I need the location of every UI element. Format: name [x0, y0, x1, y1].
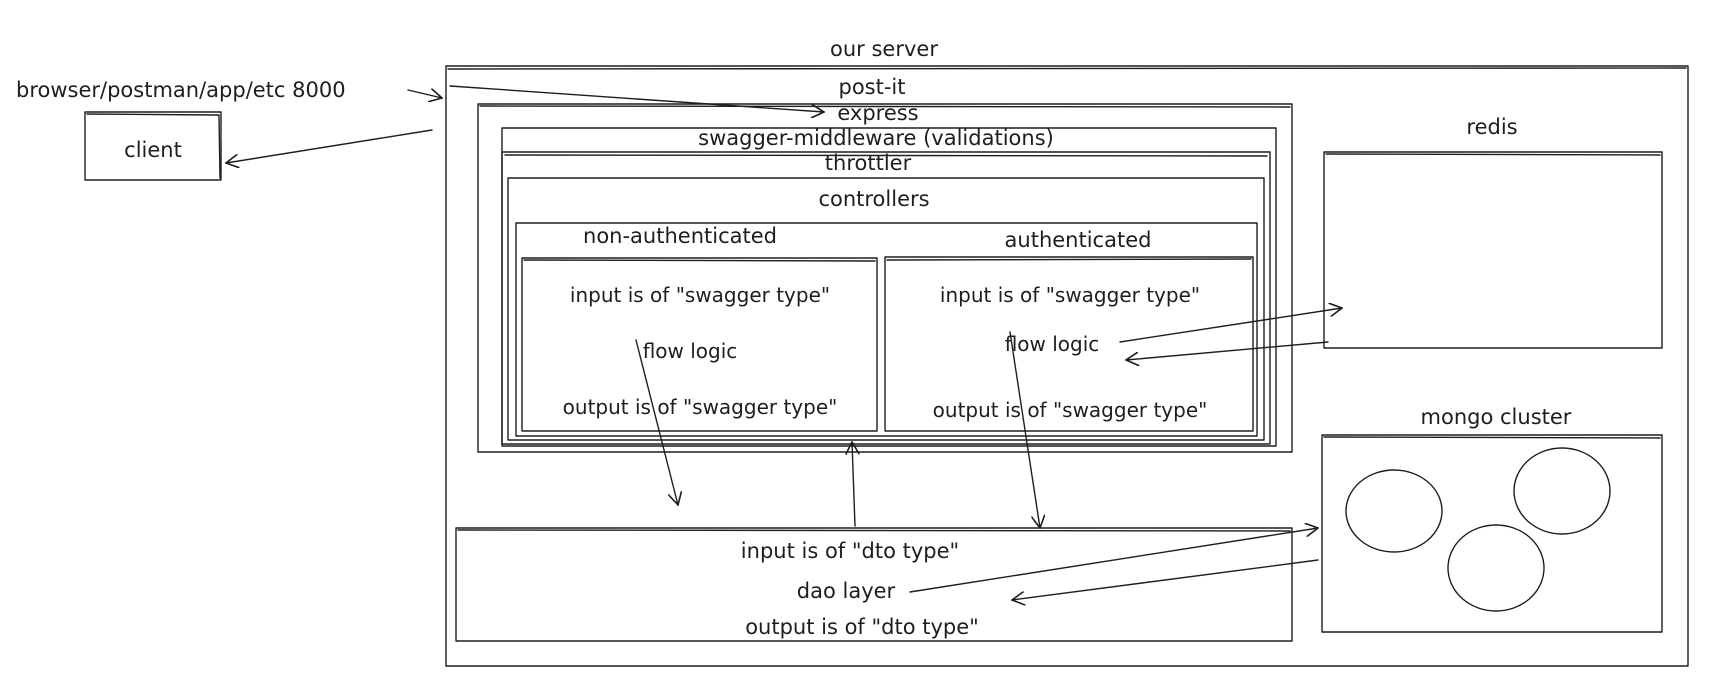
- nonauth-output-label: output is of "swagger type": [563, 395, 838, 419]
- our-server-label: our server: [830, 37, 938, 61]
- mongo-node-3: [1447, 524, 1545, 612]
- nonauth-flow-label: flow logic: [643, 339, 738, 363]
- controllers-box: [507, 177, 1265, 441]
- mongo-node-1: [1345, 469, 1443, 553]
- client-box: [84, 111, 222, 181]
- our-server-box: [445, 65, 1689, 667]
- dao-input-label: input is of "dto type": [741, 539, 959, 563]
- arrow-server-to-client: [226, 129, 433, 163]
- arrow-into-express: [449, 85, 824, 112]
- mongo-cluster-label: mongo cluster: [1421, 405, 1572, 429]
- redis-box: [1323, 151, 1663, 349]
- swagger-middleware-label: swagger-middleware (validations): [698, 126, 1054, 150]
- arrow-nonauth-flow-to-dao: [635, 339, 678, 505]
- controllers-label: controllers: [818, 187, 929, 211]
- authenticated-label: authenticated: [1005, 228, 1152, 252]
- mongo-cluster-box: [1321, 434, 1663, 633]
- arrow-redis-to-flow: [1126, 341, 1329, 360]
- source-label: browser/postman/app/etc 8000: [16, 78, 346, 102]
- express-label: express: [837, 101, 918, 125]
- arrow-flow-to-redis: [1119, 308, 1342, 343]
- non-authenticated-label: non-authenticated: [583, 224, 777, 248]
- nonauth-input-label: input is of "swagger type": [570, 283, 830, 307]
- dao-layer-label: dao layer: [797, 579, 896, 603]
- arrow-source-to-server: [407, 90, 442, 98]
- express-box: [477, 103, 1293, 453]
- arrow-mongo-to-dao: [1012, 559, 1319, 600]
- client-label: client: [124, 138, 182, 162]
- auth-flow-label: flow logic: [1005, 332, 1100, 356]
- dao-output-label: output is of "dto type": [745, 615, 979, 639]
- throttler-box: [501, 151, 1271, 445]
- arrow-dao-to-mongo: [909, 528, 1318, 593]
- auth-output-label: output is of "swagger type": [933, 398, 1208, 422]
- mongo-node-2: [1513, 447, 1611, 535]
- arrow-auth-flow-to-dao: [1009, 331, 1040, 528]
- throttler-label: throttler: [825, 151, 912, 175]
- arrow-dao-to-controllers: [852, 442, 855, 527]
- post-it-label: post-it: [839, 75, 906, 99]
- non-authenticated-box: [521, 257, 878, 432]
- routes-container-box: [515, 222, 1258, 437]
- authenticated-box: [884, 256, 1254, 432]
- dao-layer-box: [455, 527, 1293, 642]
- auth-input-label: input is of "swagger type": [940, 283, 1200, 307]
- redis-label: redis: [1466, 115, 1517, 139]
